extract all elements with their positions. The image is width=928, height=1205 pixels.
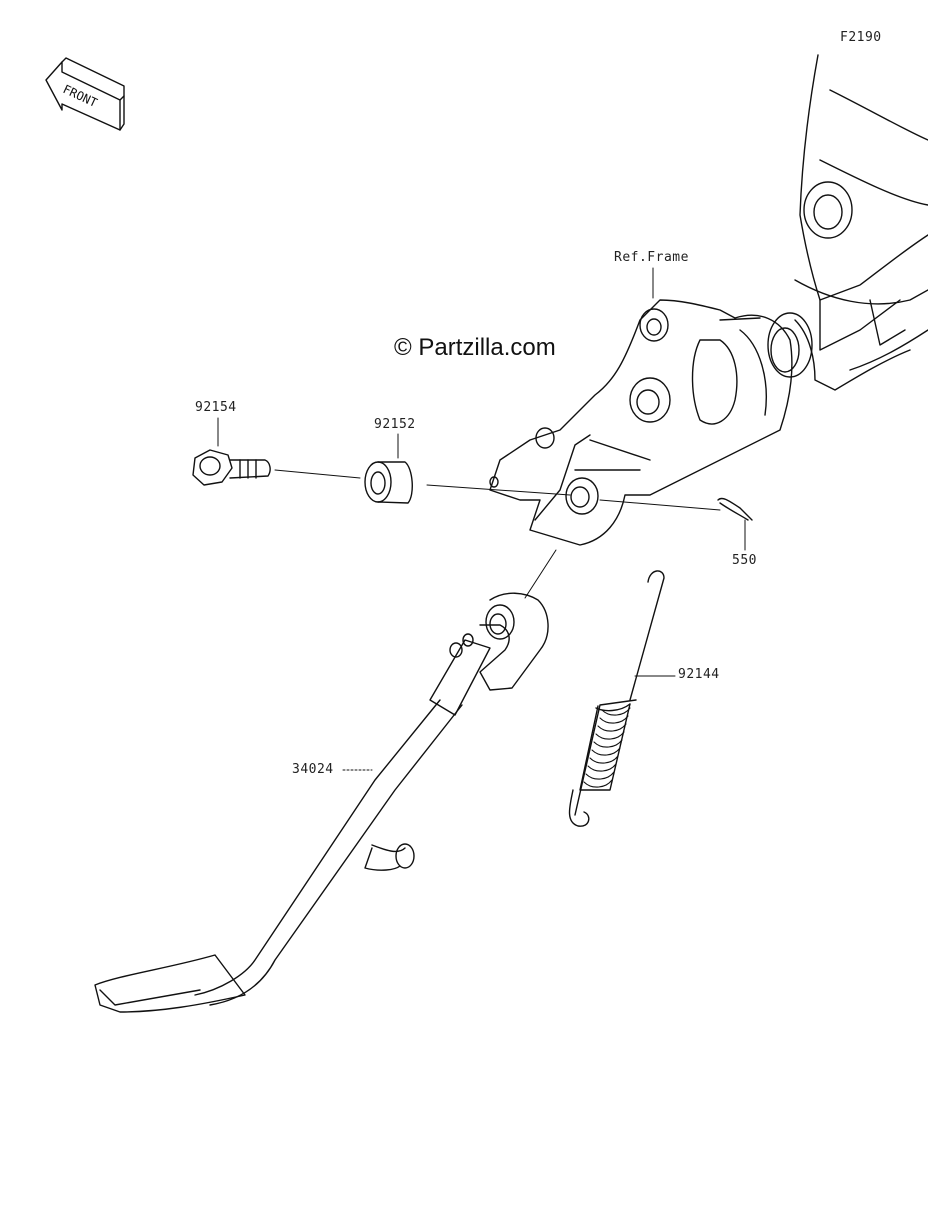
ref-frame-label: Ref.Frame (614, 250, 689, 265)
bracket-part (489, 299, 793, 546)
cotter-pin-part (717, 497, 753, 521)
part-label-92144[interactable]: 92144 (678, 667, 720, 682)
frame-part (767, 54, 928, 391)
collar-part (364, 461, 413, 504)
leader-lines (217, 267, 746, 771)
part-label-550[interactable]: 550 (732, 553, 757, 568)
watermark: © Partzilla.com (394, 334, 556, 361)
part-label-92152[interactable]: 92152 (374, 417, 416, 432)
spring-part (568, 570, 665, 827)
front-arrow-icon (45, 57, 125, 131)
part-label-92154[interactable]: 92154 (195, 400, 237, 415)
side-stand-part (94, 592, 549, 1013)
part-label-34024[interactable]: 34024 (292, 762, 334, 777)
bolt-part (192, 449, 271, 486)
diagram-code: F2190 (840, 30, 882, 45)
